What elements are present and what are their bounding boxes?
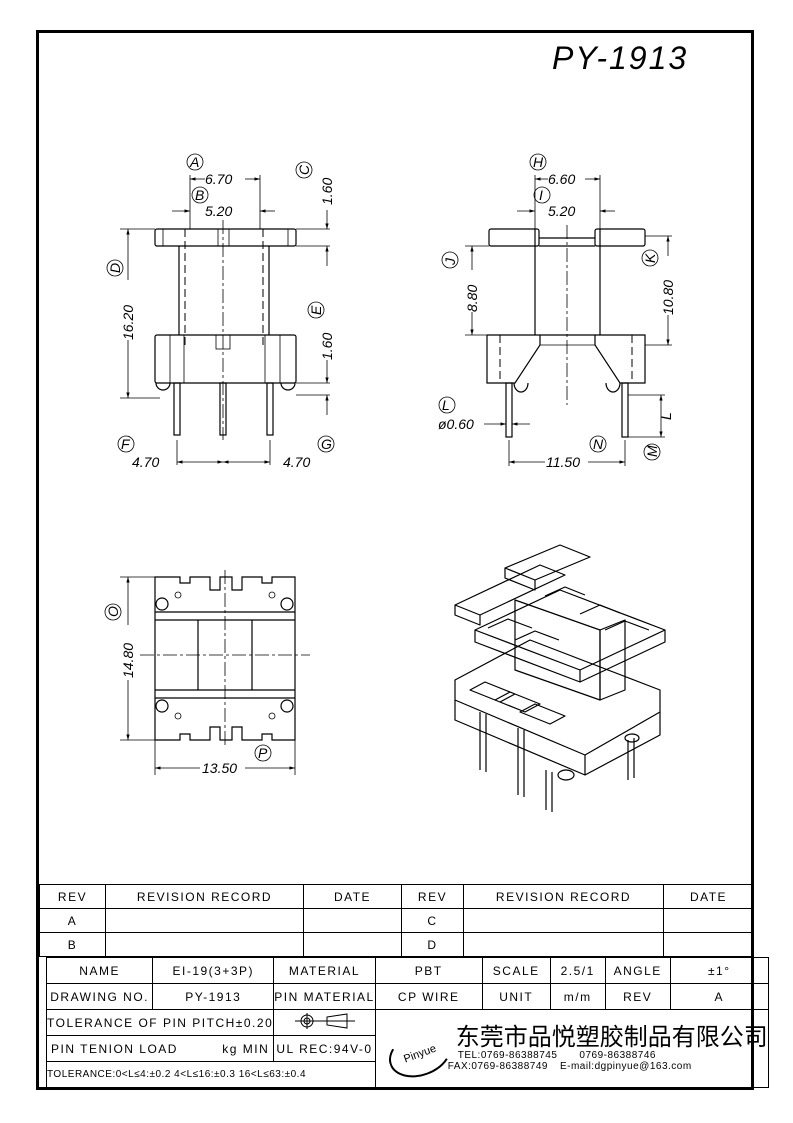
drawing-title: PY-1913 xyxy=(552,40,689,76)
callout-d: D xyxy=(107,263,123,273)
callout-f: F xyxy=(121,436,131,452)
revision-record-header: REVISION RECORD xyxy=(463,884,664,909)
drawing-frame xyxy=(36,30,754,1090)
email: E-mail:dgpinyue@163.com xyxy=(559,1061,692,1072)
revision-table: REV REVISION RECORD DATE REV REVISION RE… xyxy=(39,884,754,957)
pin-tension-unit: kg MIN xyxy=(222,1041,270,1056)
callout-b: B xyxy=(195,187,204,203)
rev-label: REV xyxy=(604,983,671,1010)
company-info: Pinyue 东莞市品悦塑胶制品有限公司 TEL:0769-86388745 07… xyxy=(374,1009,769,1088)
scale-value: 2.5/1 xyxy=(549,957,606,984)
company-logo: Pinyue xyxy=(382,1022,458,1086)
callout-i: I xyxy=(539,187,543,203)
callout-a: A xyxy=(189,154,199,170)
callout-p: P xyxy=(258,745,268,761)
dim-j: 8.80 xyxy=(464,285,480,312)
rev-cell: D xyxy=(401,932,464,957)
dim-e: 1.60 xyxy=(319,333,335,360)
callout-j: J xyxy=(442,257,458,266)
rev-value: A xyxy=(669,983,769,1010)
callout-n: N xyxy=(593,436,604,452)
table-row: B D xyxy=(39,932,754,957)
tel: TEL:0769-86388745 xyxy=(457,1050,558,1061)
callout-m: M xyxy=(644,445,660,457)
ul-rating: UL REC:94V-0 xyxy=(273,1035,376,1062)
dim-b: 5.20 xyxy=(205,203,232,219)
callout-h: H xyxy=(533,154,544,170)
date-cell xyxy=(663,908,754,933)
fax: FAX:0769-86388749 xyxy=(447,1061,548,1072)
record-cell xyxy=(105,908,304,933)
callout-e: E xyxy=(308,305,324,315)
pin-material-label: PIN MATERIAL xyxy=(273,983,376,1010)
record-cell xyxy=(463,932,664,957)
date-header: DATE xyxy=(303,884,402,909)
tel-2: 0769-86388746 xyxy=(579,1050,656,1061)
dim-l: ø0.60 xyxy=(438,416,474,432)
table-row: A C xyxy=(39,908,754,933)
pin-material-value: CP WIRE xyxy=(374,983,483,1010)
callout-l: L xyxy=(442,397,450,413)
dim-p: 13.50 xyxy=(202,760,237,776)
dim-f: 4.70 xyxy=(132,454,159,470)
angle-value: ±1° xyxy=(669,957,769,984)
rev-cell: C xyxy=(401,908,464,933)
date-header: DATE xyxy=(663,884,754,909)
logo-text: Pinyue xyxy=(401,1042,438,1066)
material-value: PBT xyxy=(374,957,483,984)
pin-pitch-tolerance: TOLERANCE OF PIN PITCH±0.20 xyxy=(45,1009,275,1036)
scale-label: SCALE xyxy=(481,957,551,984)
dim-m: L xyxy=(658,412,674,420)
material-label: MATERIAL xyxy=(273,957,376,984)
unit-label: UNIT xyxy=(481,983,551,1010)
unit-value: m/m xyxy=(549,983,606,1010)
callout-k: K xyxy=(642,253,658,263)
technical-drawing: 6.70 5.20 16.20 1.60 1.60 4.70 4.70 A B … xyxy=(104,153,676,812)
name-value: EI-19(3+3P) xyxy=(152,957,275,984)
dim-d: 16.20 xyxy=(120,305,136,340)
dim-i: 5.20 xyxy=(548,203,575,219)
rev-header: REV xyxy=(401,884,464,909)
dim-k: 10.80 xyxy=(660,280,676,315)
callout-c: C xyxy=(296,164,312,175)
callout-o: O xyxy=(105,606,121,617)
dim-a: 6.70 xyxy=(205,171,232,187)
front-view: 6.70 5.20 16.20 1.60 1.60 4.70 4.70 A B … xyxy=(106,153,335,470)
date-cell xyxy=(303,932,402,957)
projection-symbol xyxy=(273,1009,376,1036)
date-cell xyxy=(663,932,754,957)
drawing-no-label: DRAWING NO. xyxy=(45,983,154,1010)
dim-n: 11.50 xyxy=(546,454,580,470)
pin-tension-label: PIN TENION LOAD xyxy=(51,1041,178,1056)
drawing-no-value: PY-1913 xyxy=(152,983,275,1010)
callout-g: G xyxy=(321,436,332,452)
company-name: 东莞市品悦塑胶制品有限公司 xyxy=(455,1023,768,1051)
rev-header: REV xyxy=(39,884,106,909)
date-cell xyxy=(303,908,402,933)
third-angle-projection-icon xyxy=(295,1013,356,1029)
general-tolerance: TOLERANCE:0<L≤4:±0.2 4<L≤16:±0.3 16<L≤63… xyxy=(46,1061,376,1088)
record-cell xyxy=(105,932,304,957)
rev-cell: B xyxy=(39,932,106,957)
dim-h: 6.60 xyxy=(548,171,575,187)
angle-label: ANGLE xyxy=(604,957,671,984)
bottom-view: 14.80 13.50 O P xyxy=(104,570,310,776)
record-cell xyxy=(463,908,664,933)
dim-o: 14.80 xyxy=(120,643,136,678)
title-block: NAME EI-19(3+3P) MATERIAL PBT SCALE 2.5/… xyxy=(45,957,769,1088)
dim-c: 1.60 xyxy=(319,178,335,205)
revision-record-header: REVISION RECORD xyxy=(105,884,304,909)
isometric-view xyxy=(454,544,666,812)
rev-cell: A xyxy=(39,908,106,933)
name-label: NAME xyxy=(45,957,154,984)
side-view: 6.60 5.20 8.80 10.80 ø0.60 L 11.50 H I J… xyxy=(438,153,676,470)
dim-g: 4.70 xyxy=(283,454,310,470)
